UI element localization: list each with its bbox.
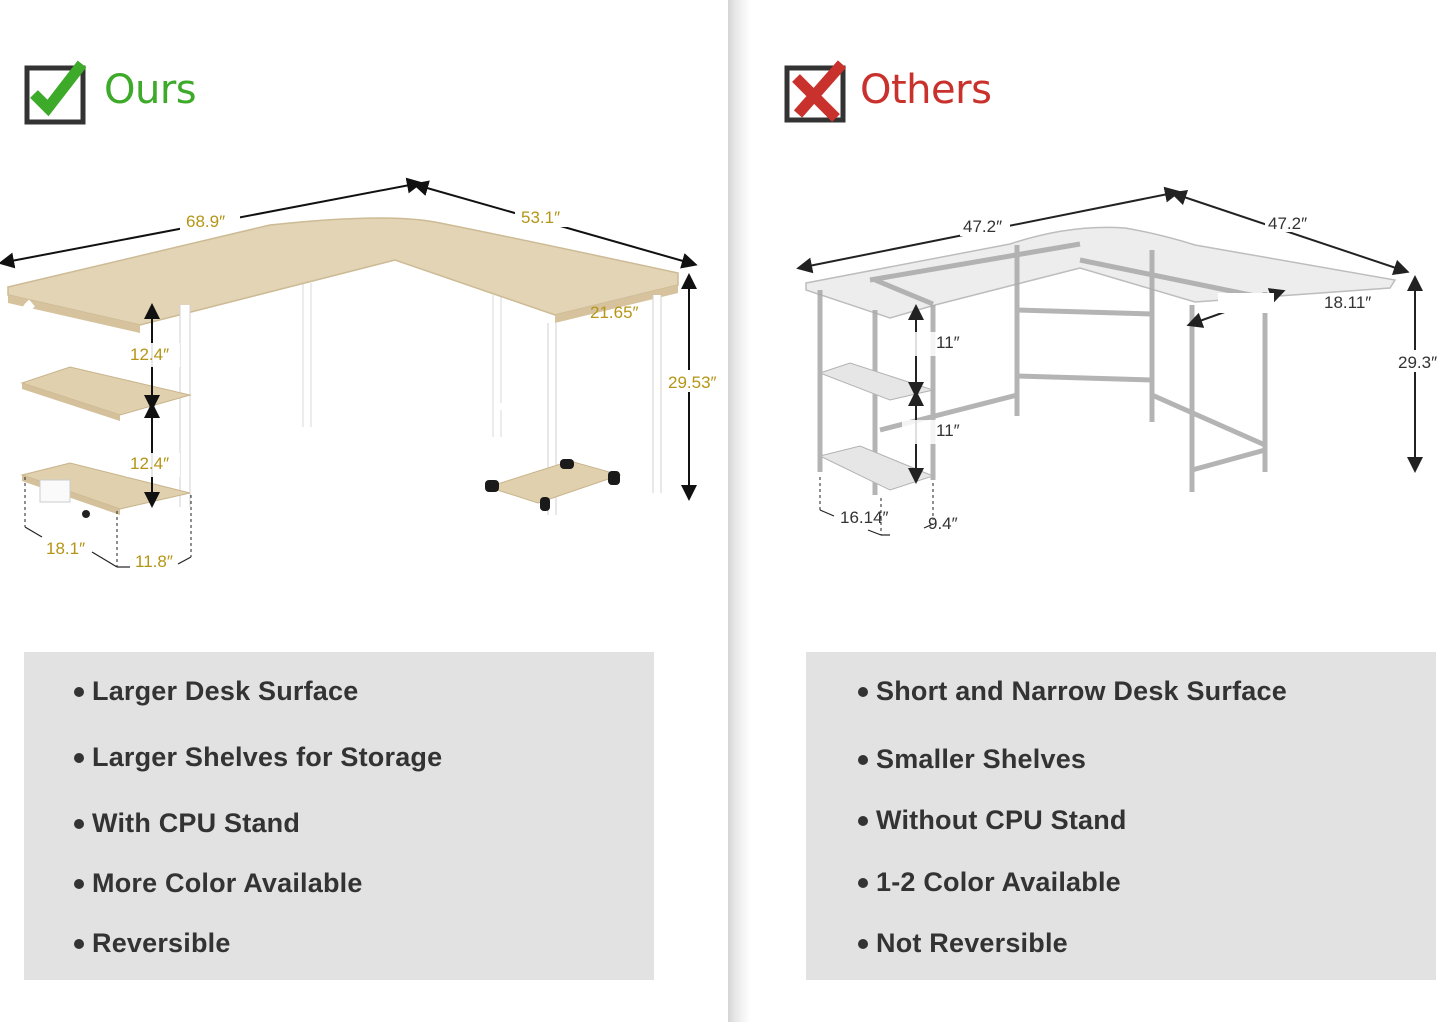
ours-feature-item: Larger Shelves for Storage <box>74 742 442 773</box>
dim-shelf-gap-upper: 12.4″ <box>130 345 170 364</box>
dim-return-length: 47.2″ <box>1268 214 1308 233</box>
others-label: Others <box>860 67 992 113</box>
ours-feature-item: Larger Desk Surface <box>74 676 358 707</box>
others-heading: Others <box>784 58 992 123</box>
dim-shelf-gap-lower: 12.4″ <box>130 454 170 473</box>
others-feature-item: Short and Narrow Desk Surface <box>858 676 1287 707</box>
bullet-icon <box>74 752 84 763</box>
dim-height: 29.53″ <box>668 373 717 392</box>
dim-shelf-depth: 16.14″ <box>840 508 889 527</box>
checkbox-check-icon <box>24 58 88 125</box>
ours-label: Ours <box>104 67 197 113</box>
others-desk-illustration: 47.2″ 47.2″ 18.11″ 29.3″ 11″ 11″ 16.14″ … <box>790 180 1445 550</box>
checkbox-x-icon <box>784 58 848 123</box>
others-feature-item: Smaller Shelves <box>858 744 1086 775</box>
dim-depth: 21.65″ <box>590 303 639 322</box>
dim-main-length: 47.2″ <box>963 217 1003 236</box>
others-feature-item: Not Reversible <box>858 928 1068 959</box>
dim-shelf-width: 11.8″ <box>135 552 173 571</box>
dim-shelf-gap-lower: 11″ <box>936 421 960 440</box>
dim-main-length: 68.9″ <box>186 212 226 231</box>
ours-feature-item: More Color Available <box>74 868 363 899</box>
ours-features-box: Larger Desk Surface Larger Shelves for S… <box>24 652 654 980</box>
others-feature-item: Without CPU Stand <box>858 805 1127 836</box>
others-features-box: Short and Narrow Desk Surface Smaller Sh… <box>806 652 1436 980</box>
panel-divider <box>728 0 750 1022</box>
dim-shelf-gap-upper: 11″ <box>936 333 960 352</box>
ours-feature-item: With CPU Stand <box>74 808 300 839</box>
bullet-icon <box>74 818 84 829</box>
others-feature-item: 1-2 Color Available <box>858 867 1121 898</box>
ours-feature-item: Reversible <box>74 928 231 959</box>
dim-return-length: 53.1″ <box>521 208 561 227</box>
bullet-icon <box>74 878 84 889</box>
bullet-icon <box>74 938 84 949</box>
bullet-icon <box>74 686 84 697</box>
bullet-icon <box>858 938 868 949</box>
dim-shelf-depth: 18.1″ <box>46 539 86 558</box>
bullet-icon <box>858 686 868 697</box>
dim-height: 29.3″ <box>1398 353 1438 372</box>
dim-depth: 18.11″ <box>1324 293 1372 312</box>
ours-desk-drawing <box>0 177 720 568</box>
ours-panel: Ours <box>0 58 728 980</box>
ours-heading: Ours <box>24 58 197 125</box>
ours-desk-illustration: 68.9″ 53.1″ 21.65″ 29.53″ 12.4″ 12.4″ 18… <box>0 175 728 580</box>
bullet-icon <box>858 877 868 888</box>
bullet-icon <box>858 815 868 826</box>
dim-shelf-width: 9.4″ <box>928 514 958 533</box>
others-desk-drawing <box>796 186 1440 536</box>
bullet-icon <box>858 754 868 765</box>
